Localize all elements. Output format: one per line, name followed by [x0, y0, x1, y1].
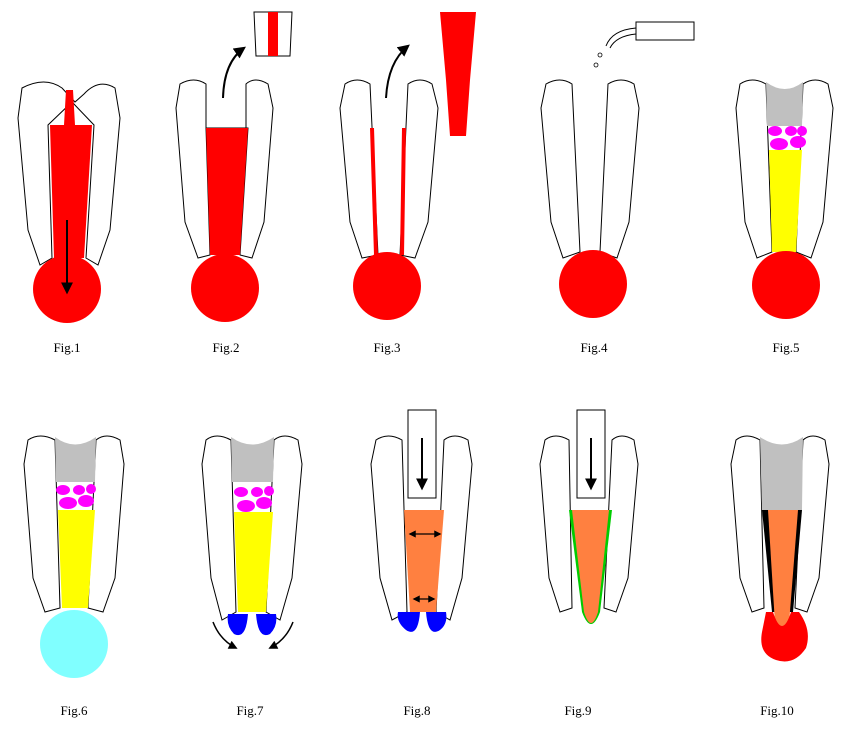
caption-fig4: Fig.4: [580, 340, 608, 355]
periapical-lesion: [559, 250, 627, 318]
tooth-crown-root: [201, 435, 303, 621]
curved-arrow-icon: [385, 44, 410, 99]
caption-fig9: Fig.9: [564, 703, 592, 718]
caption-fig6: Fig.6: [60, 703, 88, 718]
cotton-pellet: [768, 126, 807, 150]
temporary-cement: [766, 82, 803, 126]
curved-arrow-icon: [212, 621, 238, 649]
gutta-percha: [768, 510, 798, 632]
residual-lesion: [761, 612, 808, 662]
fig8: [370, 409, 473, 632]
plugger-icon: [407, 409, 437, 499]
fig3: [339, 12, 476, 320]
plugger-icon: [576, 409, 606, 499]
extracted-pulp-tissue: [440, 12, 476, 136]
fig10: [730, 435, 830, 662]
caption-fig10: Fig.10: [760, 703, 794, 718]
temporary-cement: [55, 437, 96, 482]
apical-barrier: [397, 612, 447, 632]
calcium-hydroxide-paste: [234, 512, 273, 612]
fig7: [201, 435, 303, 649]
temporary-cement: [231, 437, 274, 482]
caption-fig7: Fig.7: [236, 703, 264, 718]
caption-fig8: Fig.8: [403, 703, 431, 718]
blood-filled-canal: [50, 90, 92, 258]
final-restoration: [760, 437, 803, 510]
tooth-crown-root: [730, 435, 830, 613]
calcium-hydroxide-paste: [58, 510, 95, 608]
caption-fig3: Fig.3: [373, 340, 401, 355]
caption-fig2: Fig.2: [212, 340, 240, 355]
tooth-crown-root: [735, 79, 834, 259]
gutta-percha: [572, 510, 609, 623]
fig9: [539, 409, 639, 624]
fig4: [540, 21, 695, 318]
blood-remnant-wall: [370, 128, 406, 255]
fig6: [23, 435, 125, 678]
apical-barrier: [227, 614, 277, 636]
cotton-pellet: [56, 484, 96, 509]
tooth-crown-root: [539, 435, 639, 613]
healing-lesion: [40, 610, 108, 678]
curved-arrow-icon: [268, 621, 294, 649]
caption-fig5: Fig.5: [772, 340, 800, 355]
curved-arrow-icon: [222, 46, 246, 99]
bubbles-icon: [593, 52, 603, 68]
removed-crown-piece-icon: [253, 11, 293, 57]
blood-filled-canal: [206, 128, 248, 255]
irrigation-syringe-icon: [605, 21, 695, 49]
tooth-crown-root: [370, 435, 473, 621]
fig5: [735, 79, 834, 319]
periapical-lesion: [191, 254, 259, 322]
periapical-lesion: [353, 252, 421, 320]
caption-fig1: Fig.1: [53, 340, 81, 355]
cotton-pellet: [234, 486, 274, 512]
tooth-crown-root: [540, 79, 640, 259]
tooth-crown-root: [17, 81, 121, 266]
fig1: [17, 81, 121, 323]
tooth-crown-root: [23, 435, 125, 613]
periapical-lesion: [752, 251, 820, 319]
calcium-hydroxide-paste: [769, 150, 802, 252]
fig2: [175, 11, 293, 322]
tooth-crown-root: [339, 79, 439, 259]
